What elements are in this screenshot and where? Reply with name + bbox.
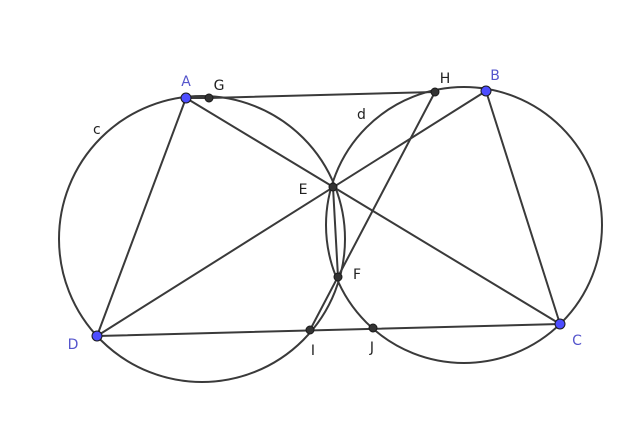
point-label-d: D <box>68 337 79 353</box>
circle-label-d: d <box>357 107 366 123</box>
segment-db[interactable] <box>96 90 487 337</box>
point-label-c: C <box>572 333 582 349</box>
point-label-g: G <box>214 78 225 94</box>
points-layer <box>91 85 566 342</box>
circle-d[interactable] <box>325 86 603 364</box>
point-label-j: J <box>369 340 374 356</box>
circles-layer <box>58 86 603 383</box>
point-i[interactable] <box>305 325 315 335</box>
point-f[interactable] <box>333 272 343 282</box>
point-b[interactable] <box>480 85 492 97</box>
circle-c[interactable] <box>58 95 346 383</box>
point-label-a: A <box>181 74 191 90</box>
segment-hi[interactable] <box>309 91 436 331</box>
point-g[interactable] <box>204 93 214 103</box>
point-c[interactable] <box>554 318 566 330</box>
point-d[interactable] <box>91 330 103 342</box>
point-label-f: F <box>353 267 361 283</box>
segment-ad[interactable] <box>96 97 187 337</box>
point-label-e: E <box>299 182 308 198</box>
point-j[interactable] <box>368 323 378 333</box>
point-e[interactable] <box>328 182 338 192</box>
segment-gh[interactable] <box>208 91 436 99</box>
segment-bc[interactable] <box>485 90 561 325</box>
point-label-b: B <box>490 68 500 84</box>
segment-dc[interactable] <box>96 323 561 337</box>
point-a[interactable] <box>180 92 192 104</box>
segment-ef[interactable] <box>332 186 339 278</box>
labels-layer: c d A B C D E F G H I J <box>68 68 583 359</box>
segments-layer <box>96 90 561 337</box>
circle-label-c: c <box>93 122 101 138</box>
point-h[interactable] <box>430 87 440 97</box>
point-label-i: I <box>311 343 315 359</box>
point-label-h: H <box>440 71 451 87</box>
